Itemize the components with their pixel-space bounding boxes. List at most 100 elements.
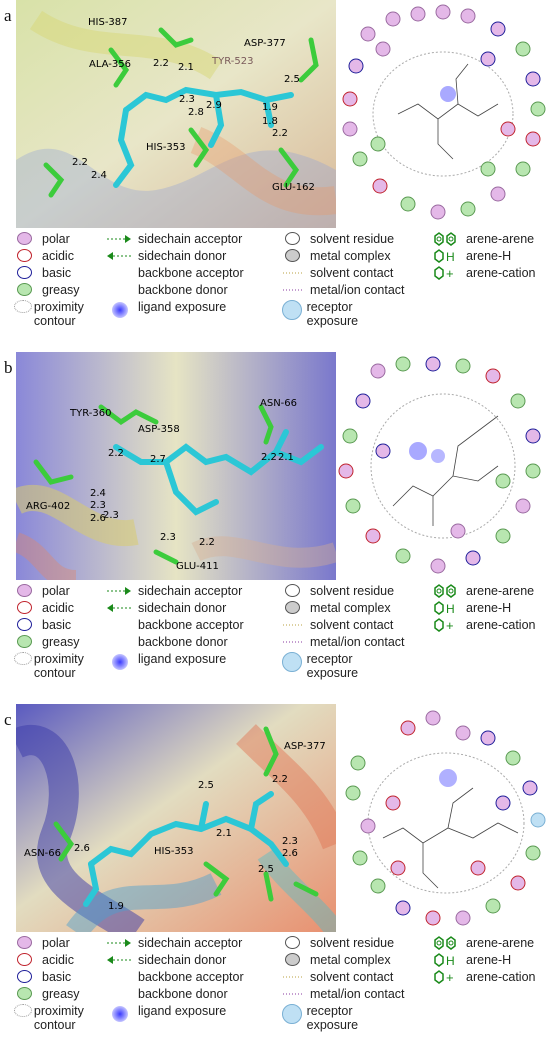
residue-label: TYR-523 — [211, 56, 253, 67]
distance-label: 2.7 — [150, 454, 166, 465]
legend-item-basic: basic — [14, 618, 71, 632]
ligand-interaction-map — [338, 4, 548, 224]
panel-a: a — [0, 0, 550, 346]
legend-item-sidechain-donor: sidechain donor — [106, 601, 226, 615]
legend: polar acidic basic greasy proximity cont… — [14, 936, 550, 1041]
residue-label: ASP-377 — [284, 741, 326, 752]
distance-label: 2.6 — [90, 513, 106, 524]
distance-label: 2.2 — [261, 452, 277, 463]
residue-label: TYR-360 — [69, 408, 111, 419]
legend-item-arene-h: H arene-H — [432, 953, 511, 968]
panel-letter: c — [4, 710, 12, 729]
residue-label: ARG-402 — [26, 501, 70, 512]
distance-label: 2.5 — [198, 780, 214, 791]
distance-label: 2.3 — [90, 500, 106, 511]
distance-label: 2.1 — [278, 452, 294, 463]
legend-item-acidic: acidic — [14, 953, 74, 967]
distance-label: 1.9 — [108, 901, 124, 912]
residue-label: GLU-411 — [176, 561, 219, 572]
ligand-interaction-map — [338, 356, 548, 576]
distance-label: 2.3 — [179, 94, 195, 105]
legend-item-greasy: greasy — [14, 283, 80, 297]
distance-label: 2.6 — [282, 848, 298, 859]
svg-text:H: H — [446, 954, 455, 967]
residue-labels: TYR-360 ASP-358 ASN-66 ARG-402 GLU-411 — [26, 398, 297, 572]
distance-label: 2.9 — [206, 100, 222, 111]
legend-item-basic: basic — [14, 266, 71, 280]
legend-item-arene-h: H arene-H — [432, 249, 511, 264]
legend-item-sidechain-acceptor: sidechain acceptor — [106, 584, 242, 598]
legend-item-sidechain-acceptor: sidechain acceptor — [106, 936, 242, 950]
svg-text:H: H — [446, 602, 455, 615]
legend-item-backbone-donor: backbone donor — [138, 283, 228, 297]
legend-item-solvent-residue: solvent residue — [282, 584, 394, 598]
legend-item-receptor-exposure: receptor exposure — [282, 652, 392, 680]
residue-label: HIS-353 — [146, 142, 186, 153]
panel-c: c — [0, 704, 550, 1050]
distance-label: 2.2 — [108, 448, 124, 459]
distance-label: 2.2 — [272, 774, 288, 785]
residue-labels: ASP-377 ASN-66 HIS-353 — [24, 741, 326, 859]
legend-item-metal-ion-contact: metal/ion contact — [283, 987, 405, 1001]
svg-text:+: + — [446, 970, 454, 984]
legend-item-backbone-donor: backbone donor — [138, 987, 228, 1001]
legend-item-proximity-contour: proximity contour — [14, 652, 94, 680]
svg-text:+: + — [446, 266, 454, 280]
legend-item-arene-arene: arene-arene — [432, 232, 534, 246]
legend-item-acidic: acidic — [14, 249, 74, 263]
legend-item-receptor-exposure: receptor exposure — [282, 1004, 392, 1032]
legend-item-arene-arene: arene-arene — [432, 584, 534, 598]
molecular-view: ASP-377 ASN-66 HIS-353 2.5 2.2 2.6 2.1 2… — [16, 704, 336, 932]
distance-labels: 2.2 2.7 2.2 2.1 2.4 2.3 2.6 2.3 2.3 2.2 — [90, 448, 294, 548]
residue-label: HIS-387 — [88, 17, 128, 28]
panel-b: b — [0, 352, 550, 698]
legend-item-polar: polar — [14, 936, 70, 950]
distance-label: 2.2 — [199, 537, 215, 548]
molecular-view: HIS-387 ALA-356 TYR-523 ASP-377 HIS-353 … — [16, 0, 336, 228]
legend-item-ligand-exposure: ligand exposure — [138, 1004, 227, 1018]
legend-item-metal-ion-contact: metal/ion contact — [283, 635, 405, 649]
legend-item-solvent-contact: solvent contact — [283, 618, 394, 632]
legend-item-polar: polar — [14, 232, 70, 246]
ligand-exposure-icon — [112, 654, 128, 670]
distance-label: 2.2 — [153, 58, 169, 69]
residue-label: ALA-356 — [89, 59, 131, 70]
residue-label: ASP-377 — [244, 38, 286, 49]
ligand-exposure-icon — [112, 1006, 128, 1022]
residue-label: ASN-66 — [24, 848, 61, 859]
legend-item-polar: polar — [14, 584, 70, 598]
legend-item-solvent-contact: solvent contact — [283, 970, 394, 984]
ligand-exposure-icon — [112, 302, 128, 318]
legend-item-sidechain-donor: sidechain donor — [106, 953, 226, 967]
legend-item-solvent-contact: solvent contact — [283, 266, 394, 280]
distance-label: 1.9 — [262, 102, 278, 113]
legend-item-backbone-acceptor: backbone acceptor — [138, 266, 244, 280]
legend-item-ligand-exposure: ligand exposure — [138, 652, 227, 666]
legend-item-proximity-contour: proximity contour — [14, 1004, 94, 1032]
residue-label: GLU-162 — [272, 182, 315, 193]
legend-item-solvent-residue: solvent residue — [282, 232, 394, 246]
legend-item-arene-arene: arene-arene — [432, 936, 534, 950]
distance-label: 2.2 — [72, 157, 88, 168]
legend-item-acidic: acidic — [14, 601, 74, 615]
distance-label: 2.4 — [90, 488, 106, 499]
legend-item-metal-complex: metal complex — [282, 249, 391, 263]
distance-label: 2.5 — [258, 864, 274, 875]
distance-label: 2.1 — [178, 62, 194, 73]
distance-label: 2.6 — [74, 843, 90, 854]
legend-item-ligand-exposure: ligand exposure — [138, 300, 227, 314]
legend-item-arene-cation: + arene-cation — [432, 266, 536, 281]
distance-label: 2.5 — [284, 74, 300, 85]
legend-item-solvent-residue: solvent residue — [282, 936, 394, 950]
legend-item-sidechain-donor: sidechain donor — [106, 249, 226, 263]
residue-labels: HIS-387 ALA-356 TYR-523 ASP-377 HIS-353 … — [88, 17, 315, 193]
residue-label: HIS-353 — [154, 846, 194, 857]
legend-item-metal-complex: metal complex — [282, 601, 391, 615]
distance-label: 2.8 — [188, 107, 204, 118]
legend-item-arene-cation: + arene-cation — [432, 970, 536, 985]
legend-item-basic: basic — [14, 970, 71, 984]
distance-label: 2.1 — [216, 828, 232, 839]
distance-labels: 2.5 2.2 2.6 2.1 2.3 2.6 2.5 1.9 — [74, 774, 298, 912]
residue-label: ASP-358 — [138, 424, 180, 435]
legend-item-arene-h: H arene-H — [432, 601, 511, 616]
